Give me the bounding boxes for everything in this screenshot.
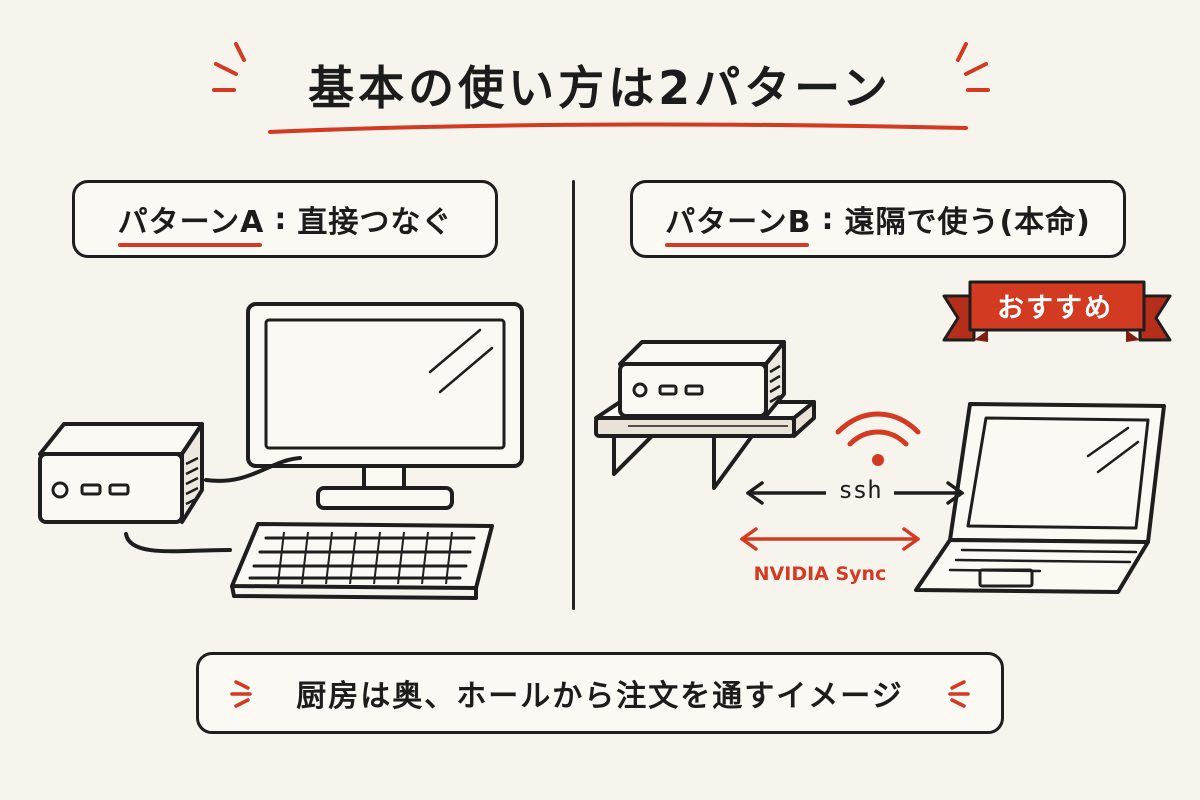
bottom-box: 厨房は奥、ホールから注文を通すイメージ	[196, 652, 1004, 734]
sync-label: NVIDIA Sync	[753, 563, 887, 585]
spark-left-icon	[212, 42, 246, 92]
mini-pc-icon	[618, 340, 786, 418]
pattern-a-text: 直接つなぐ	[297, 205, 453, 240]
sync-arrow	[740, 527, 920, 551]
pattern-b-text: 遠隔で使う(本命)	[844, 205, 1091, 240]
pattern-b-separator: :	[821, 201, 835, 237]
recommend-badge: おすすめ	[997, 292, 1113, 324]
cable-icon	[124, 456, 302, 554]
keyboard-icon	[230, 522, 494, 600]
bottom-spark-left-icon	[230, 680, 252, 708]
ribbon-icon	[942, 280, 1172, 342]
pattern-a-separator: :	[274, 201, 288, 237]
pattern-a-label: パターンA	[117, 197, 265, 247]
bottom-text: 厨房は奥、ホールから注文を通すイメージ	[296, 679, 904, 714]
title-underline	[268, 122, 968, 134]
pattern-b-label: パターンB	[665, 197, 811, 247]
mini-pc-icon	[38, 422, 204, 524]
monitor-icon	[246, 302, 524, 510]
ssh-label: ssh	[826, 476, 894, 504]
spark-right-icon	[956, 42, 990, 92]
pattern-a-box: パターンA : 直接つなぐ	[72, 180, 498, 258]
page-title: 基本の使い方は2パターン	[308, 61, 892, 115]
center-divider	[572, 180, 575, 610]
pattern-b-box: パターンB : 遠隔で使う(本命)	[630, 180, 1126, 258]
wifi-icon	[835, 411, 921, 466]
bottom-spark-right-icon	[948, 680, 970, 708]
laptop-icon	[914, 402, 1166, 594]
